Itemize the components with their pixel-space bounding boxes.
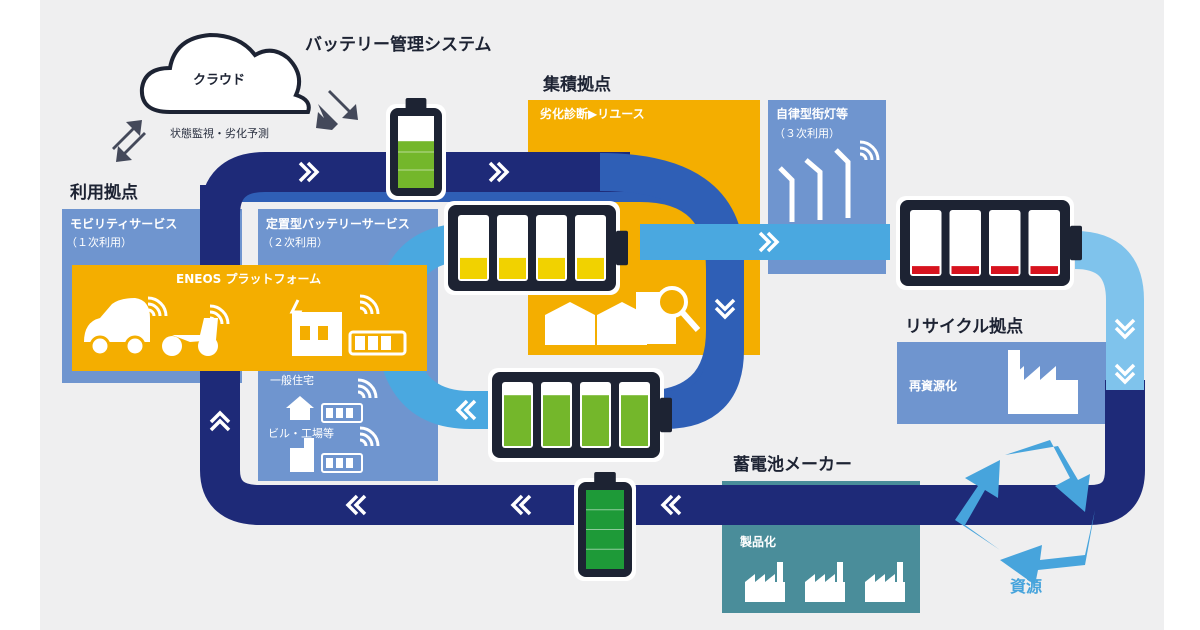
battery-top-icon <box>386 98 446 200</box>
battery-cell-fill <box>543 395 570 446</box>
recycle-base-label: 再資源化 <box>909 379 958 393</box>
battery-group <box>386 98 1082 581</box>
scooter-icon <box>162 318 218 356</box>
mobility-service-title: モビリティサービス <box>70 217 178 231</box>
battery-cell-fill <box>460 257 487 279</box>
cloud-icon <box>139 32 311 114</box>
battery-cell-fill <box>582 395 609 446</box>
flow-to-recycle <box>1074 231 1144 390</box>
charging-battery-icon <box>348 330 407 356</box>
eneos-platform-label: ENEOS プラットフォーム <box>176 272 322 286</box>
cloud-label: クラウド <box>193 73 246 88</box>
resource-label: 資源 <box>1010 577 1043 596</box>
home-label: 一般住宅 <box>270 374 314 387</box>
battery-cell-fill <box>504 395 531 446</box>
battery-management-title: バッテリー管理システム <box>305 35 492 55</box>
streetlight-icon <box>778 148 851 222</box>
recycle-icon <box>955 440 1095 585</box>
battery-cell-fill <box>621 395 648 446</box>
battery-cell-fill <box>912 266 940 274</box>
flow-main-loop <box>200 185 1145 525</box>
streetlight-sub: （３次利用） <box>774 127 840 140</box>
warehouse-icon <box>545 302 647 345</box>
collection-base-sub: 劣化診断▶リユース <box>540 107 645 121</box>
battery-cell-fill <box>538 257 565 279</box>
ev-car-icon <box>84 298 150 357</box>
battery-bottom-icon <box>574 472 636 581</box>
home-battery-icon <box>321 403 363 423</box>
stationary-service-title: 定置型バッテリーサービス <box>266 217 410 231</box>
battery-maker-label: 製品化 <box>740 535 777 549</box>
battery-cell-fill <box>1030 266 1058 274</box>
battery-cell-fill <box>499 257 526 279</box>
building-label: ビル・工場等 <box>268 427 334 440</box>
streetlight-title: 自律型街灯等 <box>776 107 849 121</box>
collection-base-title: 集積拠点 <box>543 75 611 95</box>
building-icon <box>290 438 314 472</box>
sync-arrows-icon <box>112 90 358 162</box>
usage-base-title: 利用拠点 <box>70 183 138 203</box>
battery-level-fill <box>398 141 434 188</box>
recycle-factory-icon <box>1008 350 1078 414</box>
station-icon <box>289 299 342 356</box>
stationary-service-sub: （２次利用） <box>262 236 328 249</box>
battery-maker-title: 蓄電池メーカー <box>733 455 852 475</box>
battery-cell-fill <box>577 257 604 279</box>
recycle-base-title: リサイクル拠点 <box>905 317 1024 337</box>
inspection-icon <box>636 286 701 344</box>
battery-center-bottom-icon <box>488 368 672 462</box>
mobility-service-sub: （１次利用） <box>66 236 132 249</box>
battery-cell-fill <box>991 266 1019 274</box>
battery-right-icon <box>896 196 1082 290</box>
cloud-caption: 状態監視・劣化予測 <box>170 127 269 140</box>
battery-cell-fill <box>951 266 979 274</box>
building-battery-icon <box>321 453 363 473</box>
battery-center-top-icon <box>444 201 628 295</box>
